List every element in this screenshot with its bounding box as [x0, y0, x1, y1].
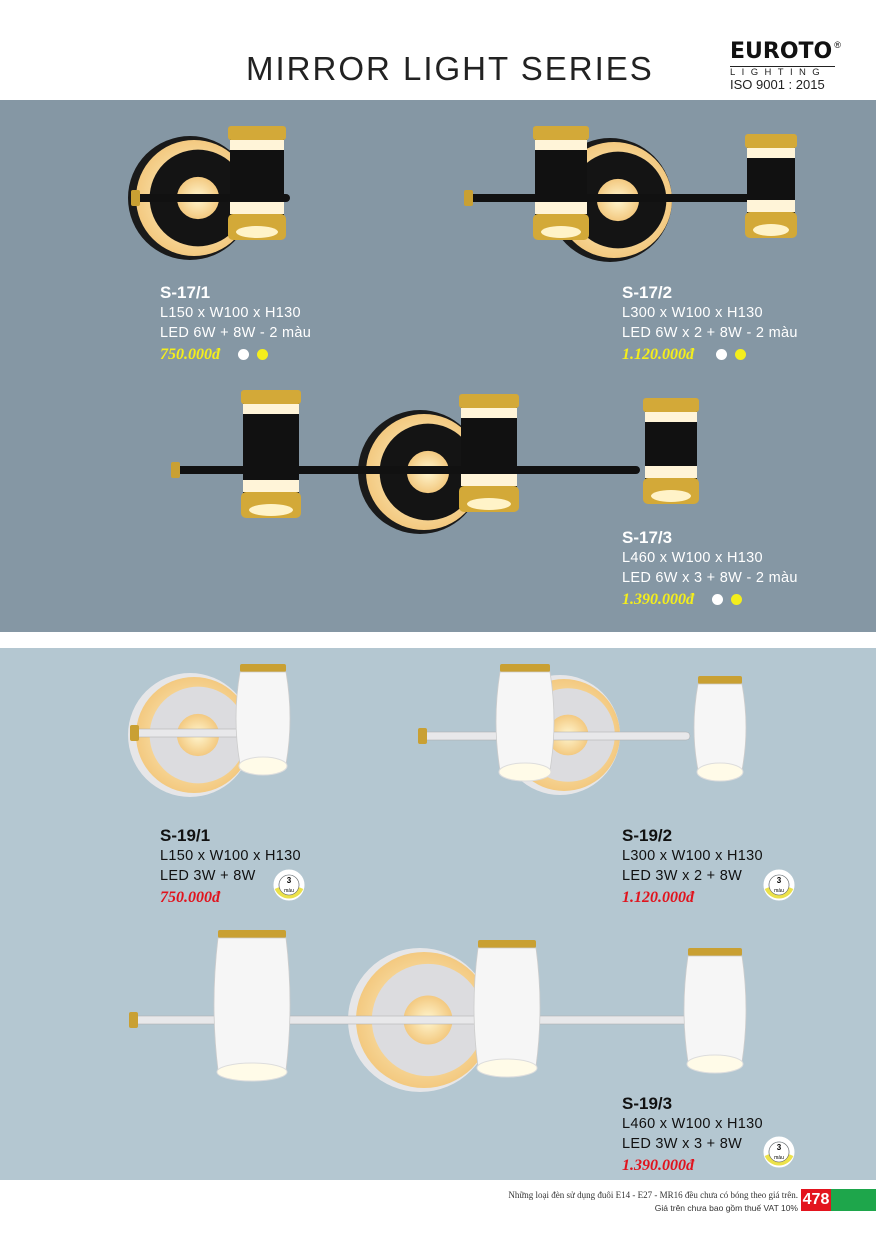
- product-price: 1.390.000đ: [622, 591, 694, 608]
- lamp-head: [473, 940, 541, 1078]
- badge-label: màu: [774, 888, 784, 894]
- product-code: S-19/1: [160, 826, 211, 845]
- product-dimensions: L300 x W100 x H130: [622, 305, 763, 321]
- product-power: LED 3W + 8W: [160, 868, 256, 884]
- color-dot-yellow: [257, 349, 268, 360]
- product-code: S-19/2: [622, 826, 673, 845]
- brand-logo: EUROTO® LIGHTING ISO 9001 : 2015: [730, 40, 855, 92]
- product-price: 750.000đ: [160, 889, 220, 906]
- product-s19-3: S-19/3 L460 x W100 x H130 LED 3W x 3 + 8…: [622, 1093, 763, 1178]
- color-dot-yellow: [735, 349, 746, 360]
- product-power: LED 6W x 2 + 8W - 2 màu: [622, 325, 798, 341]
- lamp-head: [745, 134, 797, 238]
- product-price: 750.000đ: [160, 346, 220, 363]
- footer-vat-note: Giá trên chưa bao gồm thuế VAT 10%: [654, 1203, 798, 1213]
- product-dimensions: L460 x W100 x H130: [622, 1116, 763, 1132]
- page-number: 478: [801, 1189, 831, 1211]
- badge-label: màu: [284, 888, 294, 894]
- product-dimensions: L150 x W100 x H130: [160, 305, 301, 321]
- product-s19-2: S-19/2 L300 x W100 x H130 LED 3W x 2 + 8…: [622, 825, 763, 910]
- lamp-head: [228, 126, 286, 240]
- footer-green-bar: [831, 1189, 876, 1211]
- badge-label: màu: [774, 1155, 784, 1161]
- page-title: MIRROR LIGHT SERIES: [246, 50, 654, 87]
- lamp-head: [495, 664, 555, 782]
- product-power: LED 6W + 8W - 2 màu: [160, 325, 312, 341]
- product-s17-2: S-17/2 L300 x W100 x H130 LED 6W x 2 + 8…: [622, 282, 798, 367]
- badge-number: 3: [287, 876, 292, 885]
- three-color-badge: 3 màu: [762, 868, 796, 902]
- logo-brand: EUROTO: [730, 39, 833, 64]
- product-code: S-17/3: [622, 528, 673, 547]
- product-price: 1.120.000đ: [622, 889, 694, 906]
- lamp-head: [683, 948, 747, 1074]
- color-dot-white: [712, 594, 723, 605]
- color-dot-white: [716, 349, 727, 360]
- color-cycle-icon: 3 màu: [763, 1136, 795, 1168]
- logo-subtitle: LIGHTING: [730, 66, 835, 78]
- color-dot-yellow: [731, 594, 742, 605]
- lamp-arm: [418, 728, 691, 744]
- lamp-head: [235, 664, 291, 776]
- badge-number: 3: [777, 876, 782, 885]
- three-color-badge: 3 màu: [762, 1135, 796, 1169]
- product-code: S-17/2: [622, 283, 673, 302]
- color-cycle-icon: 3 màu: [763, 869, 795, 901]
- color-dot-white: [238, 349, 249, 360]
- lamp-head: [459, 394, 519, 512]
- product-power: LED 3W x 2 + 8W: [622, 868, 743, 884]
- lamp-head: [693, 676, 747, 782]
- product-code: S-19/3: [622, 1094, 673, 1113]
- registered-mark: ®: [834, 40, 841, 50]
- badge-number: 3: [777, 1143, 782, 1152]
- product-s17-3: S-17/3 L460 x W100 x H130 LED 6W x 3 + 8…: [622, 527, 798, 612]
- product-dimensions: L150 x W100 x H130: [160, 848, 301, 864]
- product-price: 1.120.000đ: [622, 346, 694, 363]
- lamp-head: [213, 930, 291, 1082]
- product-s17-1: S-17/1 L150 x W100 x H130 LED 6W + 8W - …: [160, 282, 311, 367]
- lamp-head: [533, 126, 589, 240]
- product-price: 1.390.000đ: [622, 1157, 694, 1174]
- product-code: S-17/1: [160, 283, 211, 302]
- color-cycle-icon: 3 màu: [273, 869, 305, 901]
- lamp-arm: [130, 725, 241, 741]
- lamp-head: [241, 390, 301, 518]
- product-power: LED 3W x 3 + 8W: [622, 1136, 743, 1152]
- footer-note: Những loại đèn sử dụng đuôi E14 - E27 - …: [508, 1190, 798, 1200]
- iso-certification: ISO 9001 : 2015: [730, 77, 825, 92]
- product-dimensions: L300 x W100 x H130: [622, 848, 763, 864]
- product-dimensions: L460 x W100 x H130: [622, 550, 763, 566]
- product-s19-1: S-19/1 L150 x W100 x H130 LED 3W + 8W 75…: [160, 825, 301, 910]
- lamp-head: [643, 398, 699, 504]
- three-color-badge: 3 màu: [272, 868, 306, 902]
- product-power: LED 6W x 3 + 8W - 2 màu: [622, 570, 798, 586]
